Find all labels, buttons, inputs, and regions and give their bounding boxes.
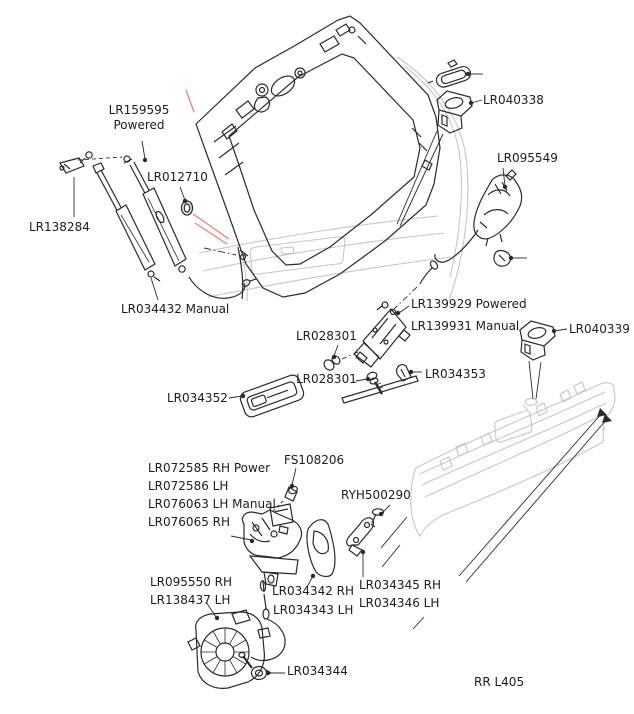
part-label-lr034345: LR034345 RH <box>359 578 442 592</box>
part-label-fs108206: FS108206 <box>284 453 345 467</box>
licence-lamp-part <box>427 59 483 88</box>
part-label-lr012710: LR012710 <box>147 170 208 184</box>
center-latch-assembly <box>339 301 411 368</box>
part-label-lr028301-lower: LR028301 <box>296 372 357 386</box>
liftgate-drive-unit <box>187 601 285 689</box>
release-switch-lower <box>519 320 568 400</box>
part-label-lr138284: LR138284 <box>29 220 90 234</box>
part-label-lr040338: LR040338 <box>483 93 544 107</box>
model-reference-label: RR L405 <box>474 675 525 689</box>
car-body-outline <box>198 56 469 302</box>
part-label-lr034432: LR034432 Manual <box>121 302 230 316</box>
part-label-lr076065: LR076065 RH <box>148 515 231 529</box>
grommet-upper <box>323 344 341 371</box>
part-label-lr034353: LR034353 <box>425 367 486 381</box>
part-label-lr040339: LR040339 <box>569 322 630 336</box>
part-label-lr034342: LR034342 RH <box>272 584 355 598</box>
grommet-part <box>179 186 194 216</box>
gas-strut-powered <box>123 140 257 299</box>
upper-tailgate-frame <box>195 15 441 300</box>
lower-tailgate-panel <box>410 381 616 538</box>
part-label-lr072586: LR072586 LH <box>148 479 229 493</box>
part-label-lr095550: LR095550 RH <box>150 575 233 589</box>
part-label-lr072585: LR072585 RH Power <box>148 461 271 475</box>
latch-guide-cover <box>306 519 336 588</box>
release-switch-upper <box>396 90 483 227</box>
bottom-latch-assembly <box>230 467 303 587</box>
ball-stud-part <box>59 151 123 217</box>
part-label-lr138437: LR138437 LH <box>150 593 231 607</box>
part-label-lr034343: LR034343 LH <box>273 603 354 617</box>
panel-leader-lines <box>380 408 612 630</box>
part-label-lr139931: LR139931 Manual <box>411 319 520 333</box>
upper-latch-assembly <box>393 167 527 310</box>
part-label-lr139929: LR139929 Powered <box>411 297 527 311</box>
part-label-ryh500290: RYH500290 <box>341 488 411 502</box>
red-annotation-lines <box>185 89 230 245</box>
part-label-lr095549: LR095549 <box>497 151 558 165</box>
part-label-lr034346: LR034346 LH <box>359 596 440 610</box>
part-label-lr034344: LR034344 <box>287 664 348 678</box>
part-label-lr034352: LR034352 <box>167 391 228 405</box>
tailgate-handle-part <box>228 374 305 418</box>
bolt-and-striker-bracket <box>341 363 422 404</box>
gas-strut-manual <box>92 162 161 301</box>
part-label-lr028301-upper: LR028301 <box>296 329 357 343</box>
part-label-lr076063: LR076063 LH Manual <box>148 497 276 511</box>
part-label-lr159595-powered: LR159595 Powered <box>108 103 170 132</box>
striker-bracket-and-clip <box>346 504 391 577</box>
latch-cable <box>250 579 286 661</box>
